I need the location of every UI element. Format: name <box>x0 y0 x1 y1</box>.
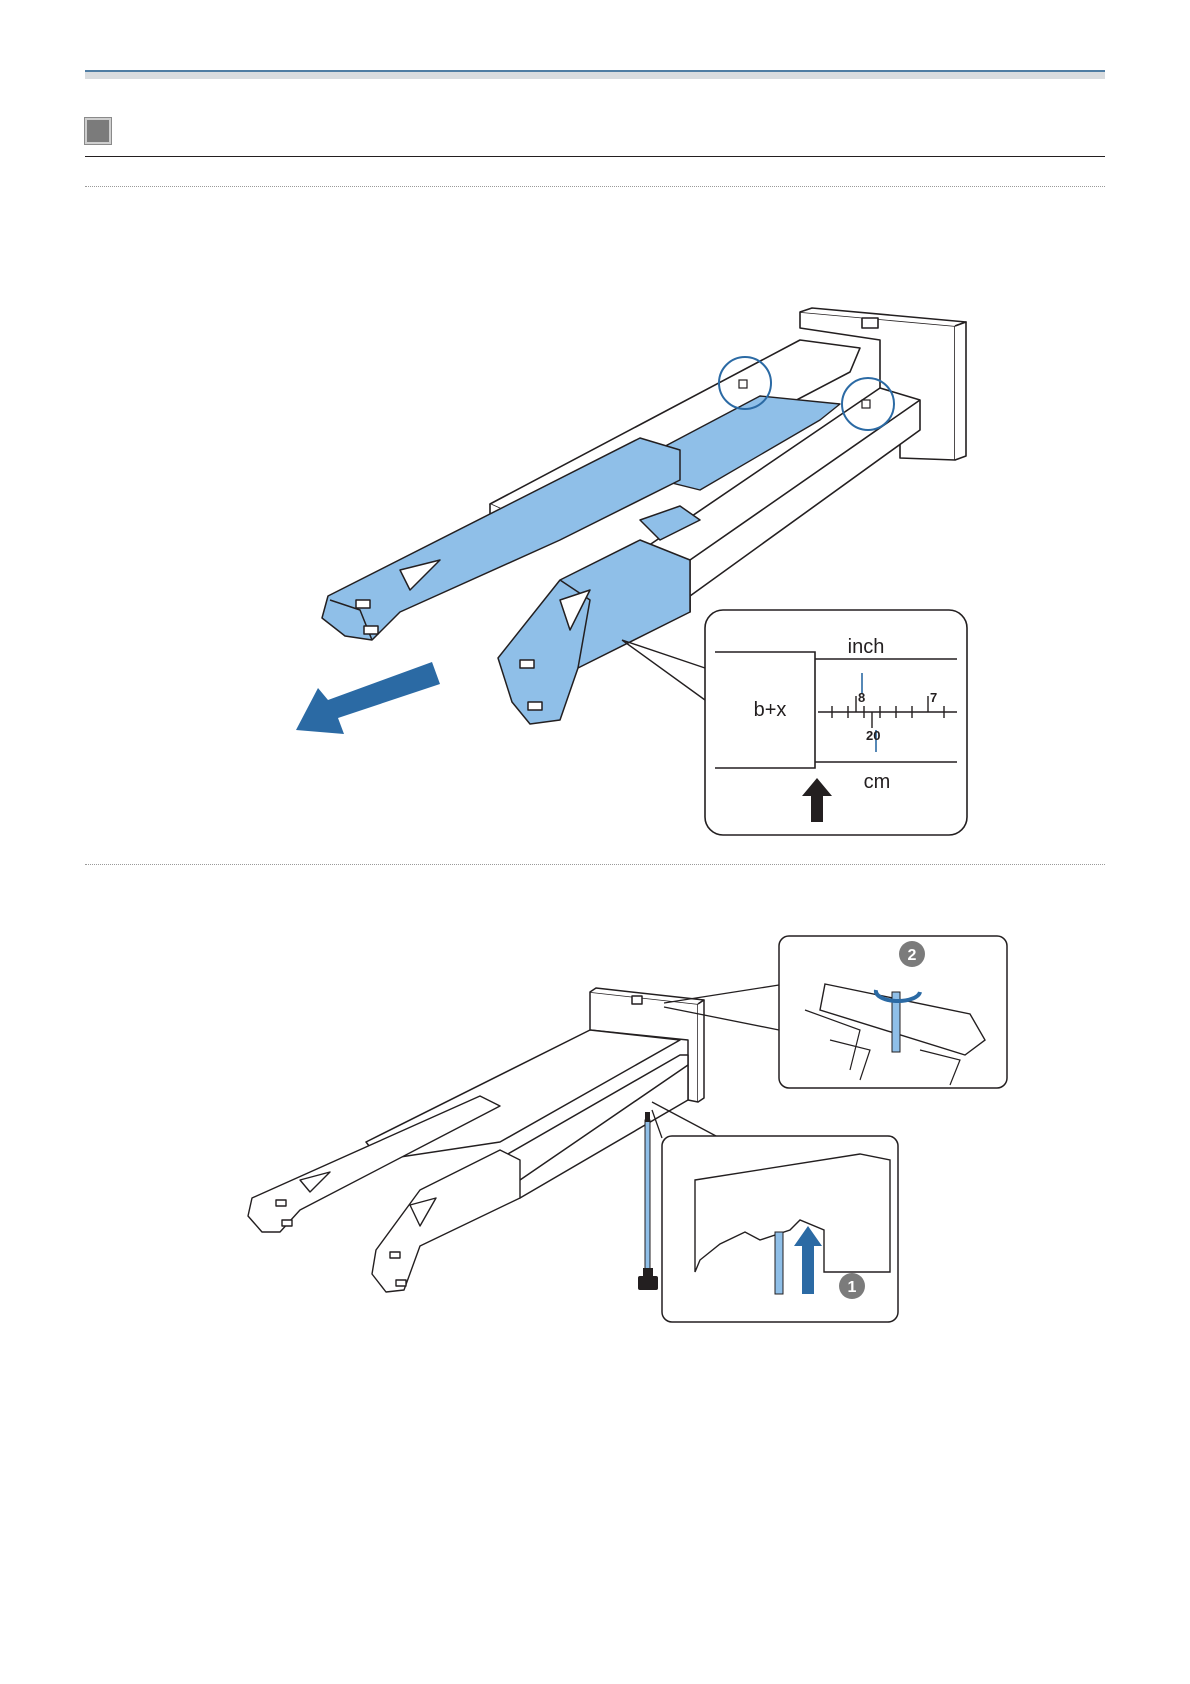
tick-inch-7: 7 <box>930 690 937 705</box>
unit-cm-label: cm <box>864 771 891 793</box>
step-badge-1-text: 1 <box>848 1279 857 1296</box>
scale-callout: b+x inch cm 8 7 20 <box>705 610 967 835</box>
tick-inch-8: 8 <box>858 690 865 705</box>
adjustment-bolt <box>638 1112 658 1290</box>
scale-label: b+x <box>754 699 787 721</box>
callout-tighten-bolt: 2 <box>779 936 1007 1088</box>
step-badge-2-text: 2 <box>908 947 917 964</box>
tick-cm-20: 20 <box>866 728 880 743</box>
figure-extend-slide-plates: b+x inch cm 8 7 20 <box>0 0 1190 850</box>
step-divider-2 <box>85 864 1105 865</box>
callout-leader <box>622 640 705 700</box>
rails-2 <box>366 1030 688 1198</box>
right-slide-arm-2 <box>372 1150 520 1292</box>
figure-insert-adjustment-bolt: 2 1 <box>0 880 1190 1330</box>
pull-direction-arrow <box>296 662 440 734</box>
callout-insert-bolt: 1 <box>662 1136 898 1322</box>
unit-inch-label: inch <box>848 636 885 658</box>
